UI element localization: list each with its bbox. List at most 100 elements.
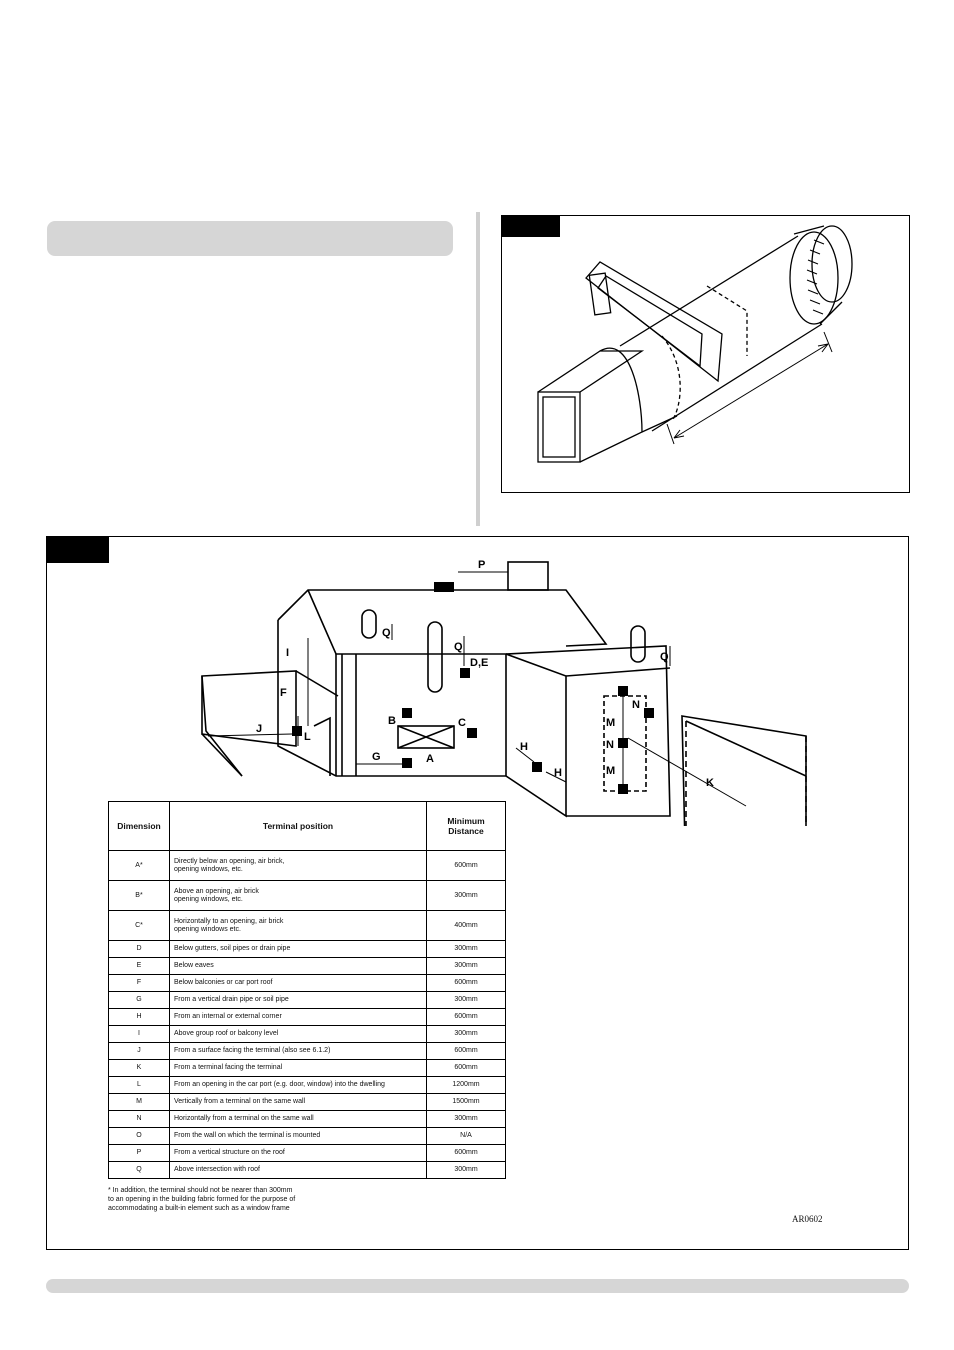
label-H1: H [520,741,528,753]
table-cell-dim: K [108,1059,170,1077]
label-F: F [280,687,287,699]
label-M2: M [606,765,615,777]
table-cell-dim: F [108,974,170,992]
table-cell-dim: C* [108,910,170,941]
label-H2: H [554,767,562,779]
table-cell-pos: Above intersection with roof [169,1161,427,1179]
table-cell-min: 600mm [426,850,506,881]
table-cell-dim: D [108,940,170,958]
table-cell-dim: I [108,1025,170,1043]
flue-terminal-drawing [537,225,853,463]
terminal-distances-table: Dimension Terminal position Minimum Dist… [108,801,506,1179]
table-cell-min: 600mm [426,1059,506,1077]
label-DE: D,E [470,657,488,669]
table-cell-min: 600mm [426,1042,506,1060]
label-N2: N [606,739,614,751]
table-cell-pos: From a surface facing the terminal (also… [169,1042,427,1060]
table-cell-pos: From an opening in the car port (e.g. do… [169,1076,427,1094]
table-cell-min: 300mm [426,940,506,958]
label-L: L [304,731,311,743]
table-cell-dim: B* [108,880,170,911]
figure-code: AR0602 [792,1214,823,1224]
table-cell-min: 300mm [426,957,506,975]
table-cell-pos: Below balconies or car port roof [169,974,427,992]
table-header-dimension: Dimension [108,801,170,851]
building-drawing: P Q Q Q D,E I F J L B C A G H H M M N N … [201,559,807,826]
table-cell-dim: N [108,1110,170,1128]
table-cell-dim: L [108,1076,170,1094]
table-cell-dim: A* [108,850,170,881]
table-row: A*Directly below an opening, air brick, … [108,850,506,881]
table-row: C*Horizontally to an opening, air brick … [108,910,506,941]
table-header-position: Terminal position [169,801,427,851]
table-cell-min: N/A [426,1127,506,1145]
table-cell-min: 600mm [426,1144,506,1162]
table-cell-dim: Q [108,1161,170,1179]
table-cell-pos: Directly below an opening, air brick, op… [169,850,427,881]
figure-tab [501,215,560,237]
table-cell-min: 1500mm [426,1093,506,1111]
table-cell-min: 300mm [426,880,506,911]
table-cell-dim: G [108,991,170,1009]
label-A: A [426,753,434,765]
table-cell-dim: J [108,1042,170,1060]
table-cell-min: 300mm [426,1161,506,1179]
label-G: G [372,751,381,763]
label-J: J [256,723,262,735]
label-B: B [388,715,396,727]
label-Q3: Q [660,651,669,663]
table-cell-min: 300mm [426,991,506,1009]
table-cell-dim: P [108,1144,170,1162]
label-C: C [458,717,466,729]
table-cell-pos: Below eaves [169,957,427,975]
table-cell-min: 400mm [426,910,506,941]
table-cell-dim: E [108,957,170,975]
footer-bar [46,1279,909,1293]
label-K: K [706,777,714,789]
table-cell-min: 300mm [426,1110,506,1128]
label-P: P [478,559,485,571]
table-header-minimum: Minimum Distance [426,801,506,851]
table-cell-min: 600mm [426,974,506,992]
table-cell-min: 300mm [426,1025,506,1043]
section-heading-bar [47,221,453,256]
label-I: I [286,647,289,659]
label-Q1: Q [382,627,391,639]
table-cell-min: 600mm [426,1008,506,1026]
table-cell-pos: From an internal or external corner [169,1008,427,1026]
table-cell-pos: Above an opening, air brick opening wind… [169,880,427,911]
table-cell-pos: From a terminal facing the terminal [169,1059,427,1077]
figure-tab [46,536,109,563]
table-row: B*Above an opening, air brick opening wi… [108,880,506,911]
table-cell-dim: H [108,1008,170,1026]
table-cell-min: 1200mm [426,1076,506,1094]
table-cell-pos: From a vertical drain pipe or soil pipe [169,991,427,1009]
table-cell-pos: Below gutters, soil pipes or drain pipe [169,940,427,958]
table-footnote: * In addition, the terminal should not b… [108,1187,296,1212]
table-cell-pos: Vertically from a terminal on the same w… [169,1093,427,1111]
table-cell-pos: From a vertical structure on the roof [169,1144,427,1162]
label-Q2: Q [454,641,463,653]
label-M1: M [606,717,615,729]
table-cell-dim: O [108,1127,170,1145]
table-cell-pos: From the wall on which the terminal is m… [169,1127,427,1145]
column-divider [476,212,480,526]
table-cell-pos: Above group roof or balcony level [169,1025,427,1043]
table-cell-pos: Horizontally to an opening, air brick op… [169,910,427,941]
flue-terminal-figure [501,215,910,493]
table-cell-dim: M [108,1093,170,1111]
